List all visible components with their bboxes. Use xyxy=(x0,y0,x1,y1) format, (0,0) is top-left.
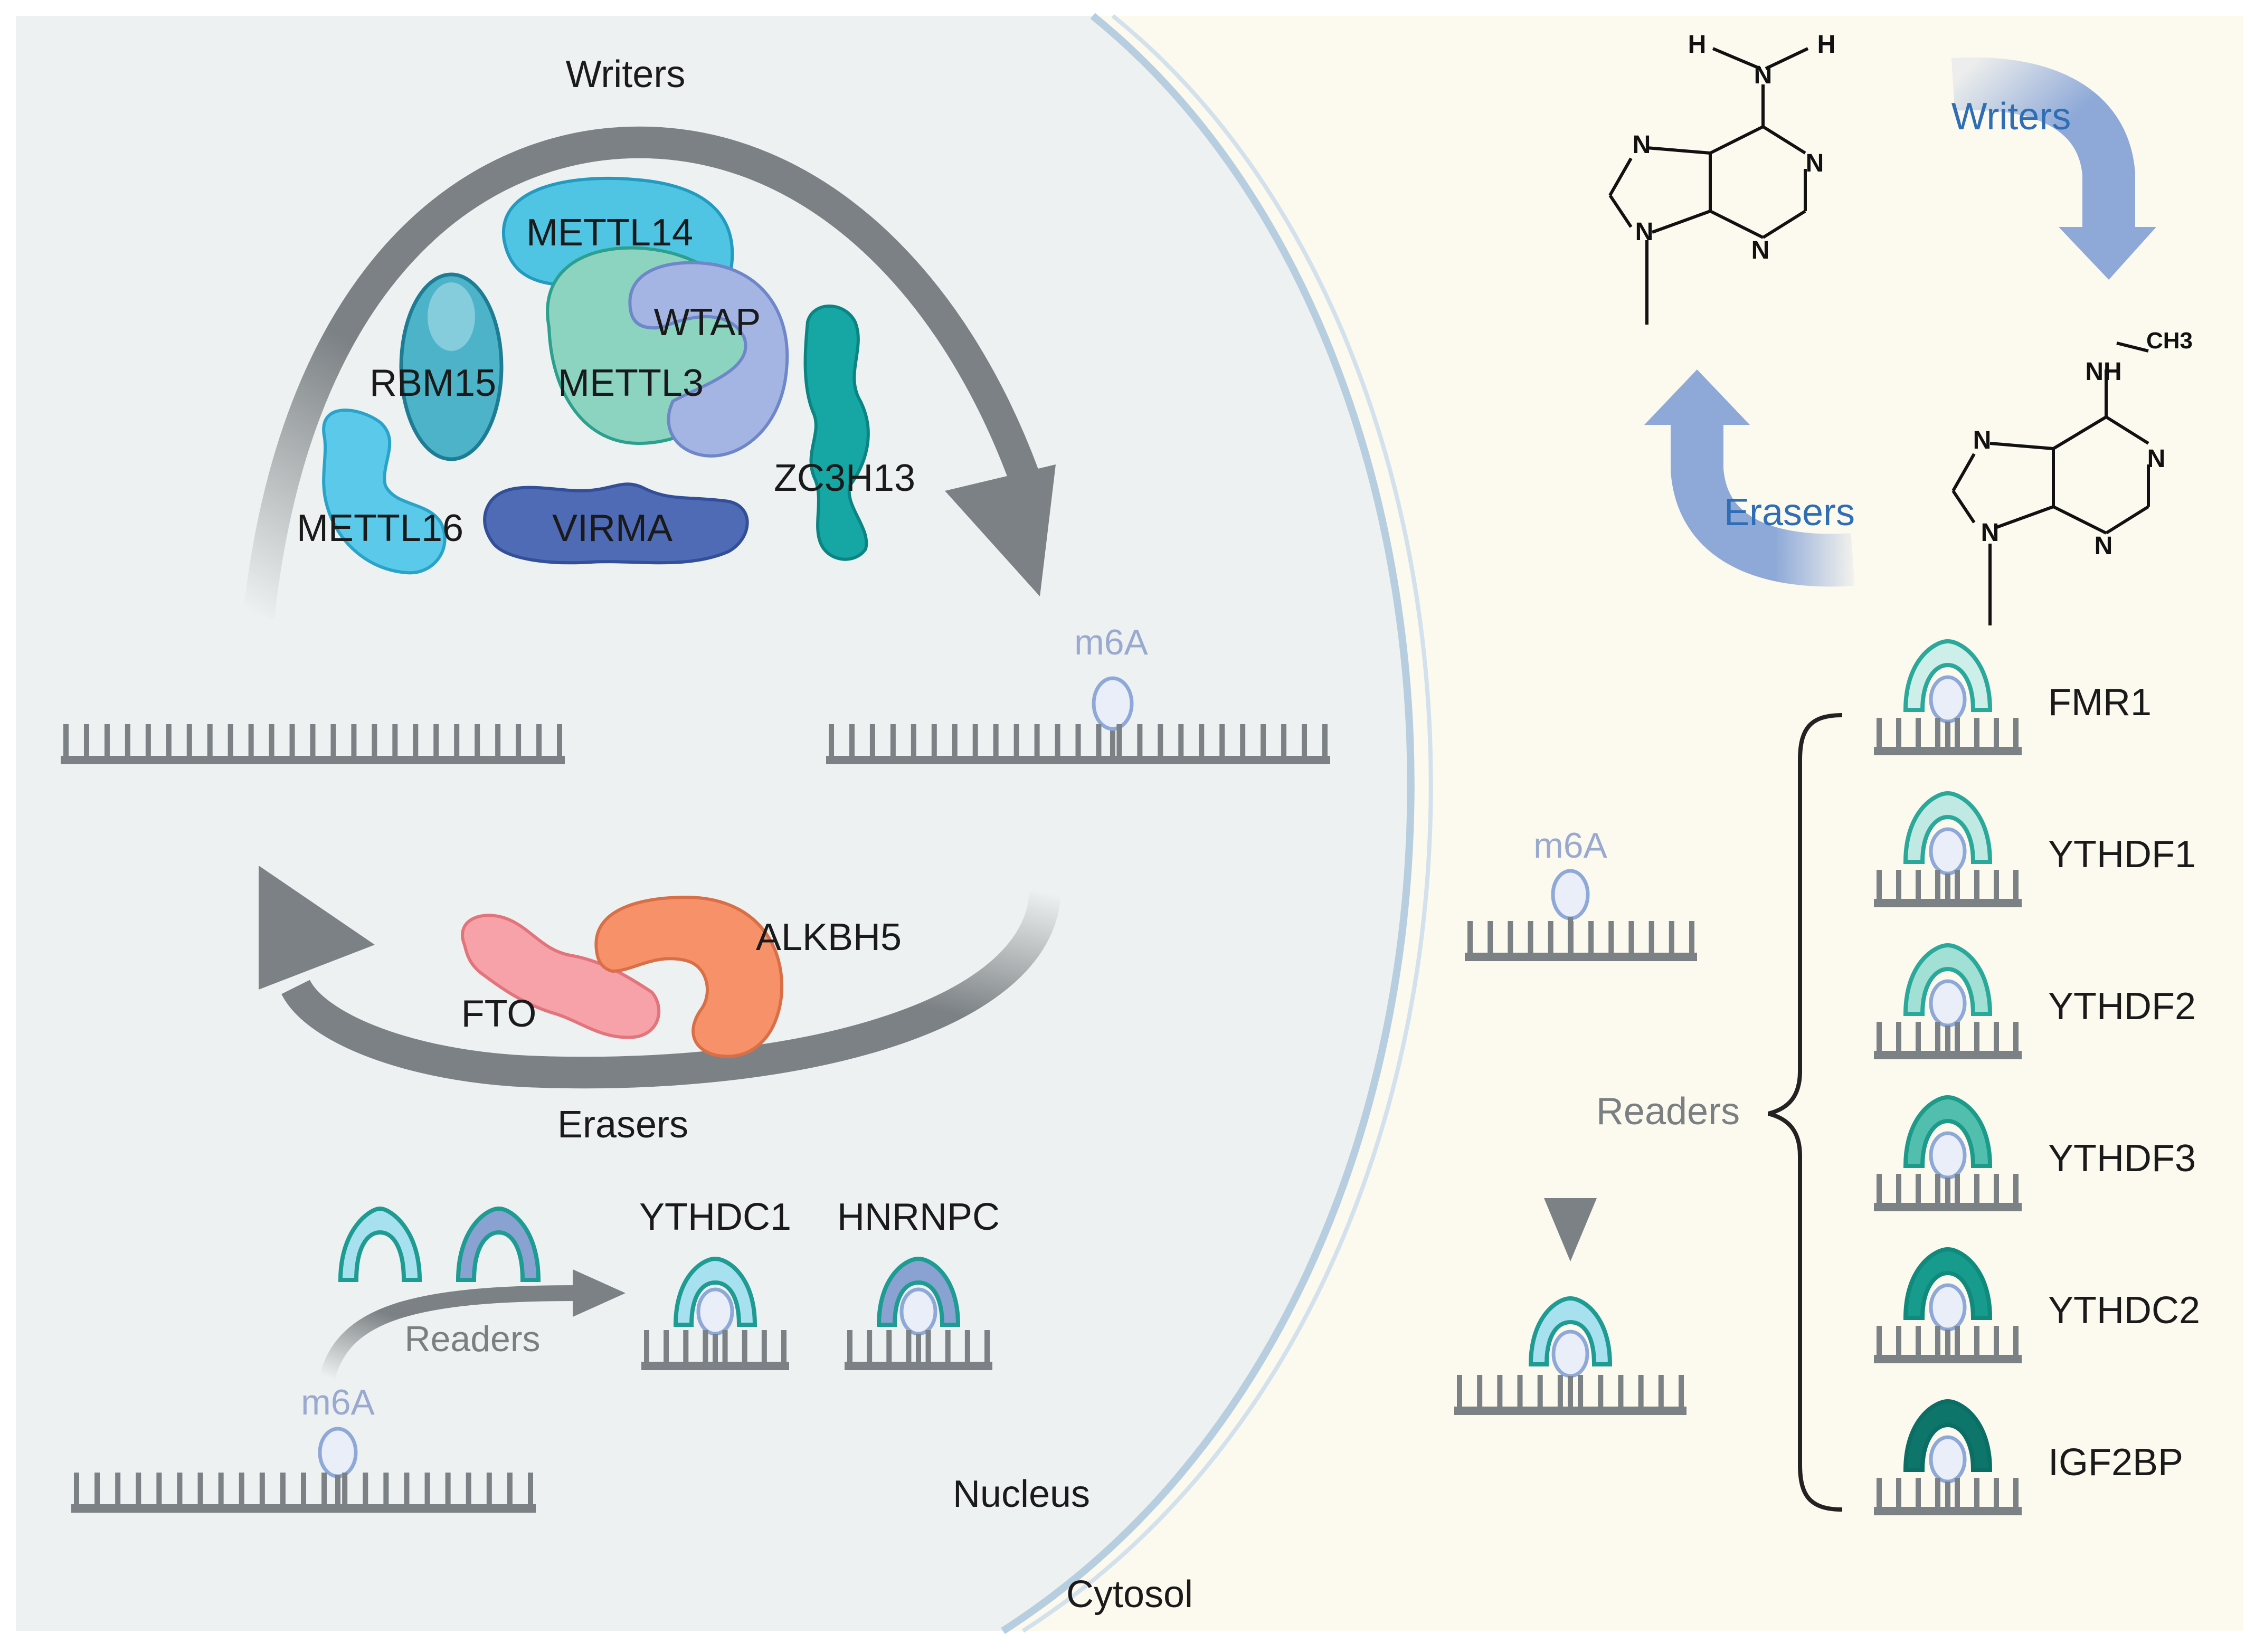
cytosol-reader-label: YTHDC2 xyxy=(2048,1289,2200,1332)
nuclear-membrane-outer xyxy=(1021,14,1433,1633)
mettl14-label: METTL14 xyxy=(526,212,693,254)
cytosol-erasers-arrow xyxy=(1671,422,1855,587)
erasers-arrow-head xyxy=(259,866,375,990)
cytosol-label: Cytosol xyxy=(1066,1573,1193,1616)
cytosol-reader-ythdf3: YTHDF3 xyxy=(1874,1095,2196,1211)
cytosol-reader-label: YTHDF3 xyxy=(2048,1137,2196,1180)
cytosol-m6a-mark xyxy=(1551,869,1590,920)
hnrnpc-label: HNRNPC xyxy=(837,1196,1000,1238)
cytosol-reader-ythdf2: YTHDF2 xyxy=(1874,943,2196,1059)
cytosol-reader-fmr1: FMR1 xyxy=(1874,639,2152,755)
cytosol-rna-strand xyxy=(1465,953,1697,961)
wtap-label: WTAP xyxy=(654,301,761,344)
hnrnpc-bound-reader xyxy=(845,1256,992,1370)
cytosol-reader-label: FMR1 xyxy=(2048,681,2152,724)
nucleus-label: Nucleus xyxy=(953,1473,1090,1515)
cytosol-readers-label: Readers xyxy=(1596,1090,1740,1133)
svg-text:H: H xyxy=(1688,31,1707,59)
cytosol-erasers-label: Erasers xyxy=(1724,491,1855,534)
svg-text:N: N xyxy=(1635,218,1654,246)
rna-strand-bottom xyxy=(71,1504,536,1513)
fto-label: FTO xyxy=(461,993,537,1035)
alkbh5-label: ALKBH5 xyxy=(756,916,902,958)
writers-arrow xyxy=(243,126,1050,620)
writers-title: Writers xyxy=(566,53,686,96)
svg-text:N: N xyxy=(1633,131,1651,159)
svg-text:N: N xyxy=(1981,519,2000,547)
cytosol-reader-ythdf1: YTHDF1 xyxy=(1874,791,2196,907)
svg-text:N: N xyxy=(1754,61,1773,89)
cytosol-reader-label: YTHDF1 xyxy=(2048,833,2196,876)
mettl3-label: METTL3 xyxy=(558,362,704,404)
m6a-bottom-label: m6A xyxy=(301,1382,375,1422)
rna-strand-modified xyxy=(826,756,1330,764)
ythdc1-bound-reader xyxy=(641,1256,789,1370)
rna-strand-unmodified xyxy=(61,756,565,764)
nucleus-readers-arrow-head xyxy=(573,1269,626,1317)
erasers-title: Erasers xyxy=(557,1104,688,1146)
svg-text:NH: NH xyxy=(2085,358,2121,386)
rna-ticks xyxy=(63,724,1694,1504)
adenosine-molecule xyxy=(1608,47,1809,325)
virma-label: VIRMA xyxy=(552,507,672,549)
svg-text:N: N xyxy=(1806,149,1824,177)
readers-brace xyxy=(1767,713,1843,1512)
mettl16-label: METTL16 xyxy=(297,507,463,549)
cytosol-reader-label: IGF2BP xyxy=(2048,1441,2183,1484)
zc3h13-label: ZC3H13 xyxy=(774,457,915,499)
m6a-mark-bottom xyxy=(318,1427,358,1478)
virma-shape xyxy=(483,482,749,565)
svg-text:N: N xyxy=(1751,236,1770,264)
m6a-top-label: m6A xyxy=(1074,622,1148,662)
svg-text:N: N xyxy=(1973,426,1992,454)
writers-arrow-head xyxy=(945,464,1056,596)
m6a-molecule xyxy=(1951,341,2150,625)
nucleus-readers-arrow xyxy=(319,1285,576,1380)
free-reader-2 xyxy=(456,1206,541,1282)
wtap-shape xyxy=(628,261,789,458)
erasers-arrow xyxy=(281,890,1061,1089)
free-reader-1 xyxy=(338,1206,422,1282)
zc3h13-shape xyxy=(803,305,870,561)
rbm15-shape xyxy=(399,272,504,461)
nuclear-membrane xyxy=(1001,13,1415,1634)
cytosol-reader-igf2bp: IGF2BP xyxy=(1874,1399,2183,1515)
cytosol-writers-label: Writers xyxy=(1951,96,2071,138)
cytosol-reader-label: YTHDF2 xyxy=(2048,985,2196,1028)
cytosol-bound-reader xyxy=(1454,1296,1686,1415)
mettl16-shape xyxy=(322,409,447,575)
m6a-mark-top xyxy=(1092,676,1134,731)
nucleus-readers-label: Readers xyxy=(404,1319,540,1359)
alkbh5-shape xyxy=(594,895,783,1058)
fto-shape xyxy=(461,914,661,1039)
cytosol-m6a-label: m6A xyxy=(1533,825,1607,866)
cytosol-writers-arrow-head xyxy=(2059,227,2156,280)
ythdc1-label: YTHDC1 xyxy=(639,1196,791,1238)
cytosol-reader-ythdc2: YTHDC2 xyxy=(1874,1247,2200,1363)
rbm15-label: RBM15 xyxy=(369,362,496,404)
svg-text:CH3: CH3 xyxy=(2146,328,2193,354)
svg-text:H: H xyxy=(1817,31,1836,59)
svg-text:N: N xyxy=(2147,445,2166,473)
cytosol-writers-arrow xyxy=(1951,57,2135,232)
cytosol-readers-arrow-head xyxy=(1544,1198,1597,1261)
cytosol-erasers-arrow-head xyxy=(1644,369,1750,425)
svg-text:N: N xyxy=(2095,532,2113,560)
